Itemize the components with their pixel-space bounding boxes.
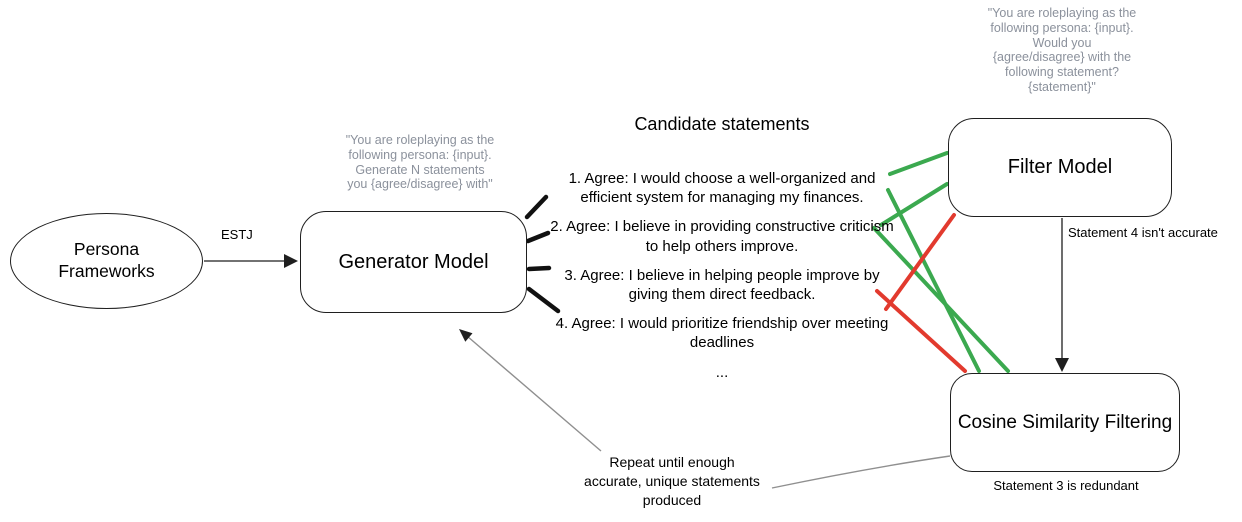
filter-model-label: Filter Model: [1007, 156, 1113, 178]
tick-generator-statement-4: [526, 286, 561, 314]
generator-model-label: Generator Model: [338, 250, 489, 273]
edge-statement1-to-cosine: [886, 188, 981, 373]
node-generator-model: Generator Model: [300, 211, 527, 313]
node-cosine-similarity-filtering: Cosine Similarity Filtering: [950, 373, 1180, 472]
edge-filter-to-statement4-rejected: [884, 213, 956, 311]
candidate-statement-3: 3. Agree: I believe in helping people im…: [564, 266, 880, 303]
candidate-statements-list: 1. Agree: I would choose a well-organize…: [548, 169, 896, 392]
arrowhead-filter-to-cosine: [1055, 358, 1069, 372]
edge-cosine-to-repeat-note: [771, 455, 951, 489]
annotation-statement3-redundant: Statement 3 is redundant: [993, 478, 1139, 493]
candidate-statements-title: Candidate statements: [634, 114, 810, 134]
annotation-statement4-not-accurate: Statement 4 isn't accurate: [1068, 225, 1218, 240]
arrowhead-persona-to-generator: [284, 254, 298, 268]
tick-generator-statement-2: [525, 230, 551, 244]
repeat-loop-note: Repeat until enough accurate, unique sta…: [584, 454, 760, 509]
candidate-statements-ellipsis: ...: [715, 363, 729, 381]
node-filter-model: Filter Model: [948, 118, 1172, 217]
edge-label-estj: ESTJ: [221, 227, 253, 242]
generator-prompt-text: "You are roleplaying as the following pe…: [345, 133, 495, 192]
candidate-statement-1: 1. Agree: I would choose a well-organize…: [568, 170, 876, 207]
candidate-statement-2: 2. Agree: I believe in providing constru…: [550, 218, 894, 255]
edge-statement2-to-filter: [879, 182, 949, 227]
edge-repeat-note-to-generator: [466, 335, 602, 452]
edge-statement1-to-filter: [888, 151, 949, 176]
edge-statement2-to-cosine: [872, 226, 1010, 373]
candidate-statement-4: 4. Agree: I would prioritize friendship …: [555, 315, 889, 352]
persona-frameworks-label: Persona Frameworks: [58, 239, 155, 281]
tick-generator-statement-3: [526, 265, 552, 272]
node-persona-frameworks: Persona Frameworks: [10, 213, 203, 309]
tick-generator-statement-1: [524, 194, 549, 220]
cosine-similarity-label: Cosine Similarity Filtering: [957, 411, 1173, 433]
edge-statement3-to-cosine-rejected: [875, 289, 967, 373]
arrowhead-repeat-to-generator: [459, 329, 473, 342]
filter-prompt-text: "You are roleplaying as the following pe…: [987, 6, 1137, 94]
